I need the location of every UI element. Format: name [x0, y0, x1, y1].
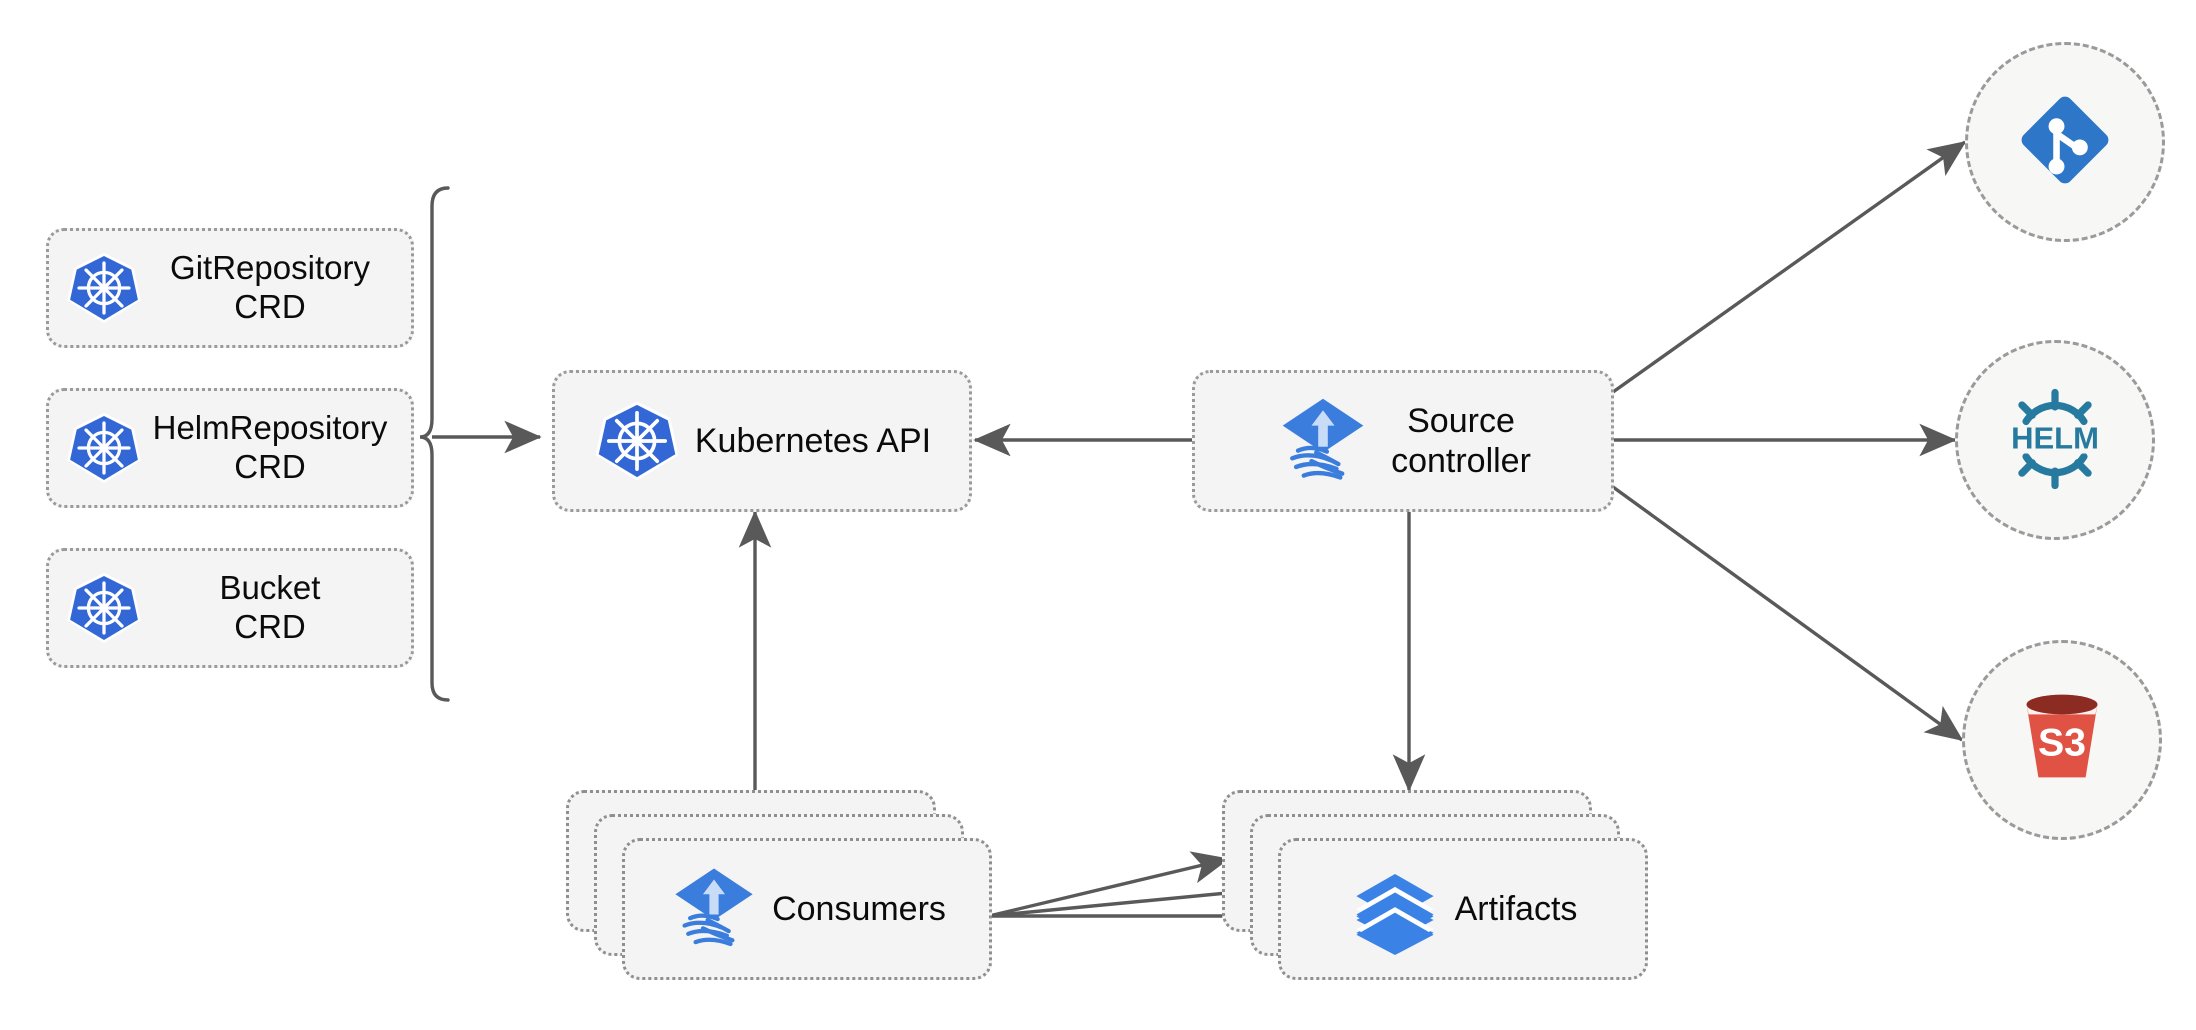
layers-icon: [1349, 863, 1441, 955]
node-label: Kubernetes API: [694, 421, 932, 460]
kubernetes-icon: [65, 409, 143, 487]
crd-card-bucket[interactable]: Bucket CRD: [46, 548, 414, 668]
edge-source-to-git: [1612, 140, 1967, 394]
node-artifacts[interactable]: Artifacts: [1222, 790, 1652, 980]
s3-bucket-icon: S3: [2003, 679, 2121, 802]
node-label: Consumers: [772, 889, 946, 928]
node-label: Source controller: [1391, 401, 1531, 480]
node-consumers[interactable]: Consumers: [566, 790, 996, 980]
crd-card-gitrepository[interactable]: GitRepository CRD: [46, 228, 414, 348]
helm-label: HELM: [2011, 420, 2099, 455]
helm-icon: HELM: [1993, 376, 2117, 505]
crd-label: GitRepository CRD: [170, 249, 370, 325]
edge-consumers-to-artifacts-1: [988, 851, 1230, 918]
node-kubernetes-api[interactable]: Kubernetes API: [552, 370, 972, 512]
flux-icon: [668, 863, 760, 955]
s3-label: S3: [2038, 720, 2086, 764]
kubernetes-icon: [65, 569, 143, 647]
stack-sheet-front[interactable]: Consumers: [622, 838, 992, 980]
edge-consumers-to-artifacts-2: [988, 877, 1260, 918]
stack-sheet-front[interactable]: Artifacts: [1278, 838, 1648, 980]
node-label: Artifacts: [1454, 889, 1578, 928]
external-s3[interactable]: S3: [1962, 640, 2162, 840]
flux-icon: [1275, 393, 1371, 489]
crd-label: Bucket CRD: [219, 569, 321, 645]
external-helm[interactable]: HELM: [1955, 340, 2155, 540]
node-source-controller[interactable]: Source controller: [1192, 370, 1614, 512]
kubernetes-icon: [593, 397, 681, 485]
external-git[interactable]: [1965, 42, 2165, 242]
edge-source-to-s3: [1612, 485, 1964, 742]
crd-label: HelmRepository CRD: [152, 409, 388, 485]
crd-group-bracket: [419, 186, 542, 702]
crd-card-helmrepository[interactable]: HelmRepository CRD: [46, 388, 414, 508]
kubernetes-icon: [65, 249, 143, 327]
git-icon: [2012, 87, 2118, 198]
